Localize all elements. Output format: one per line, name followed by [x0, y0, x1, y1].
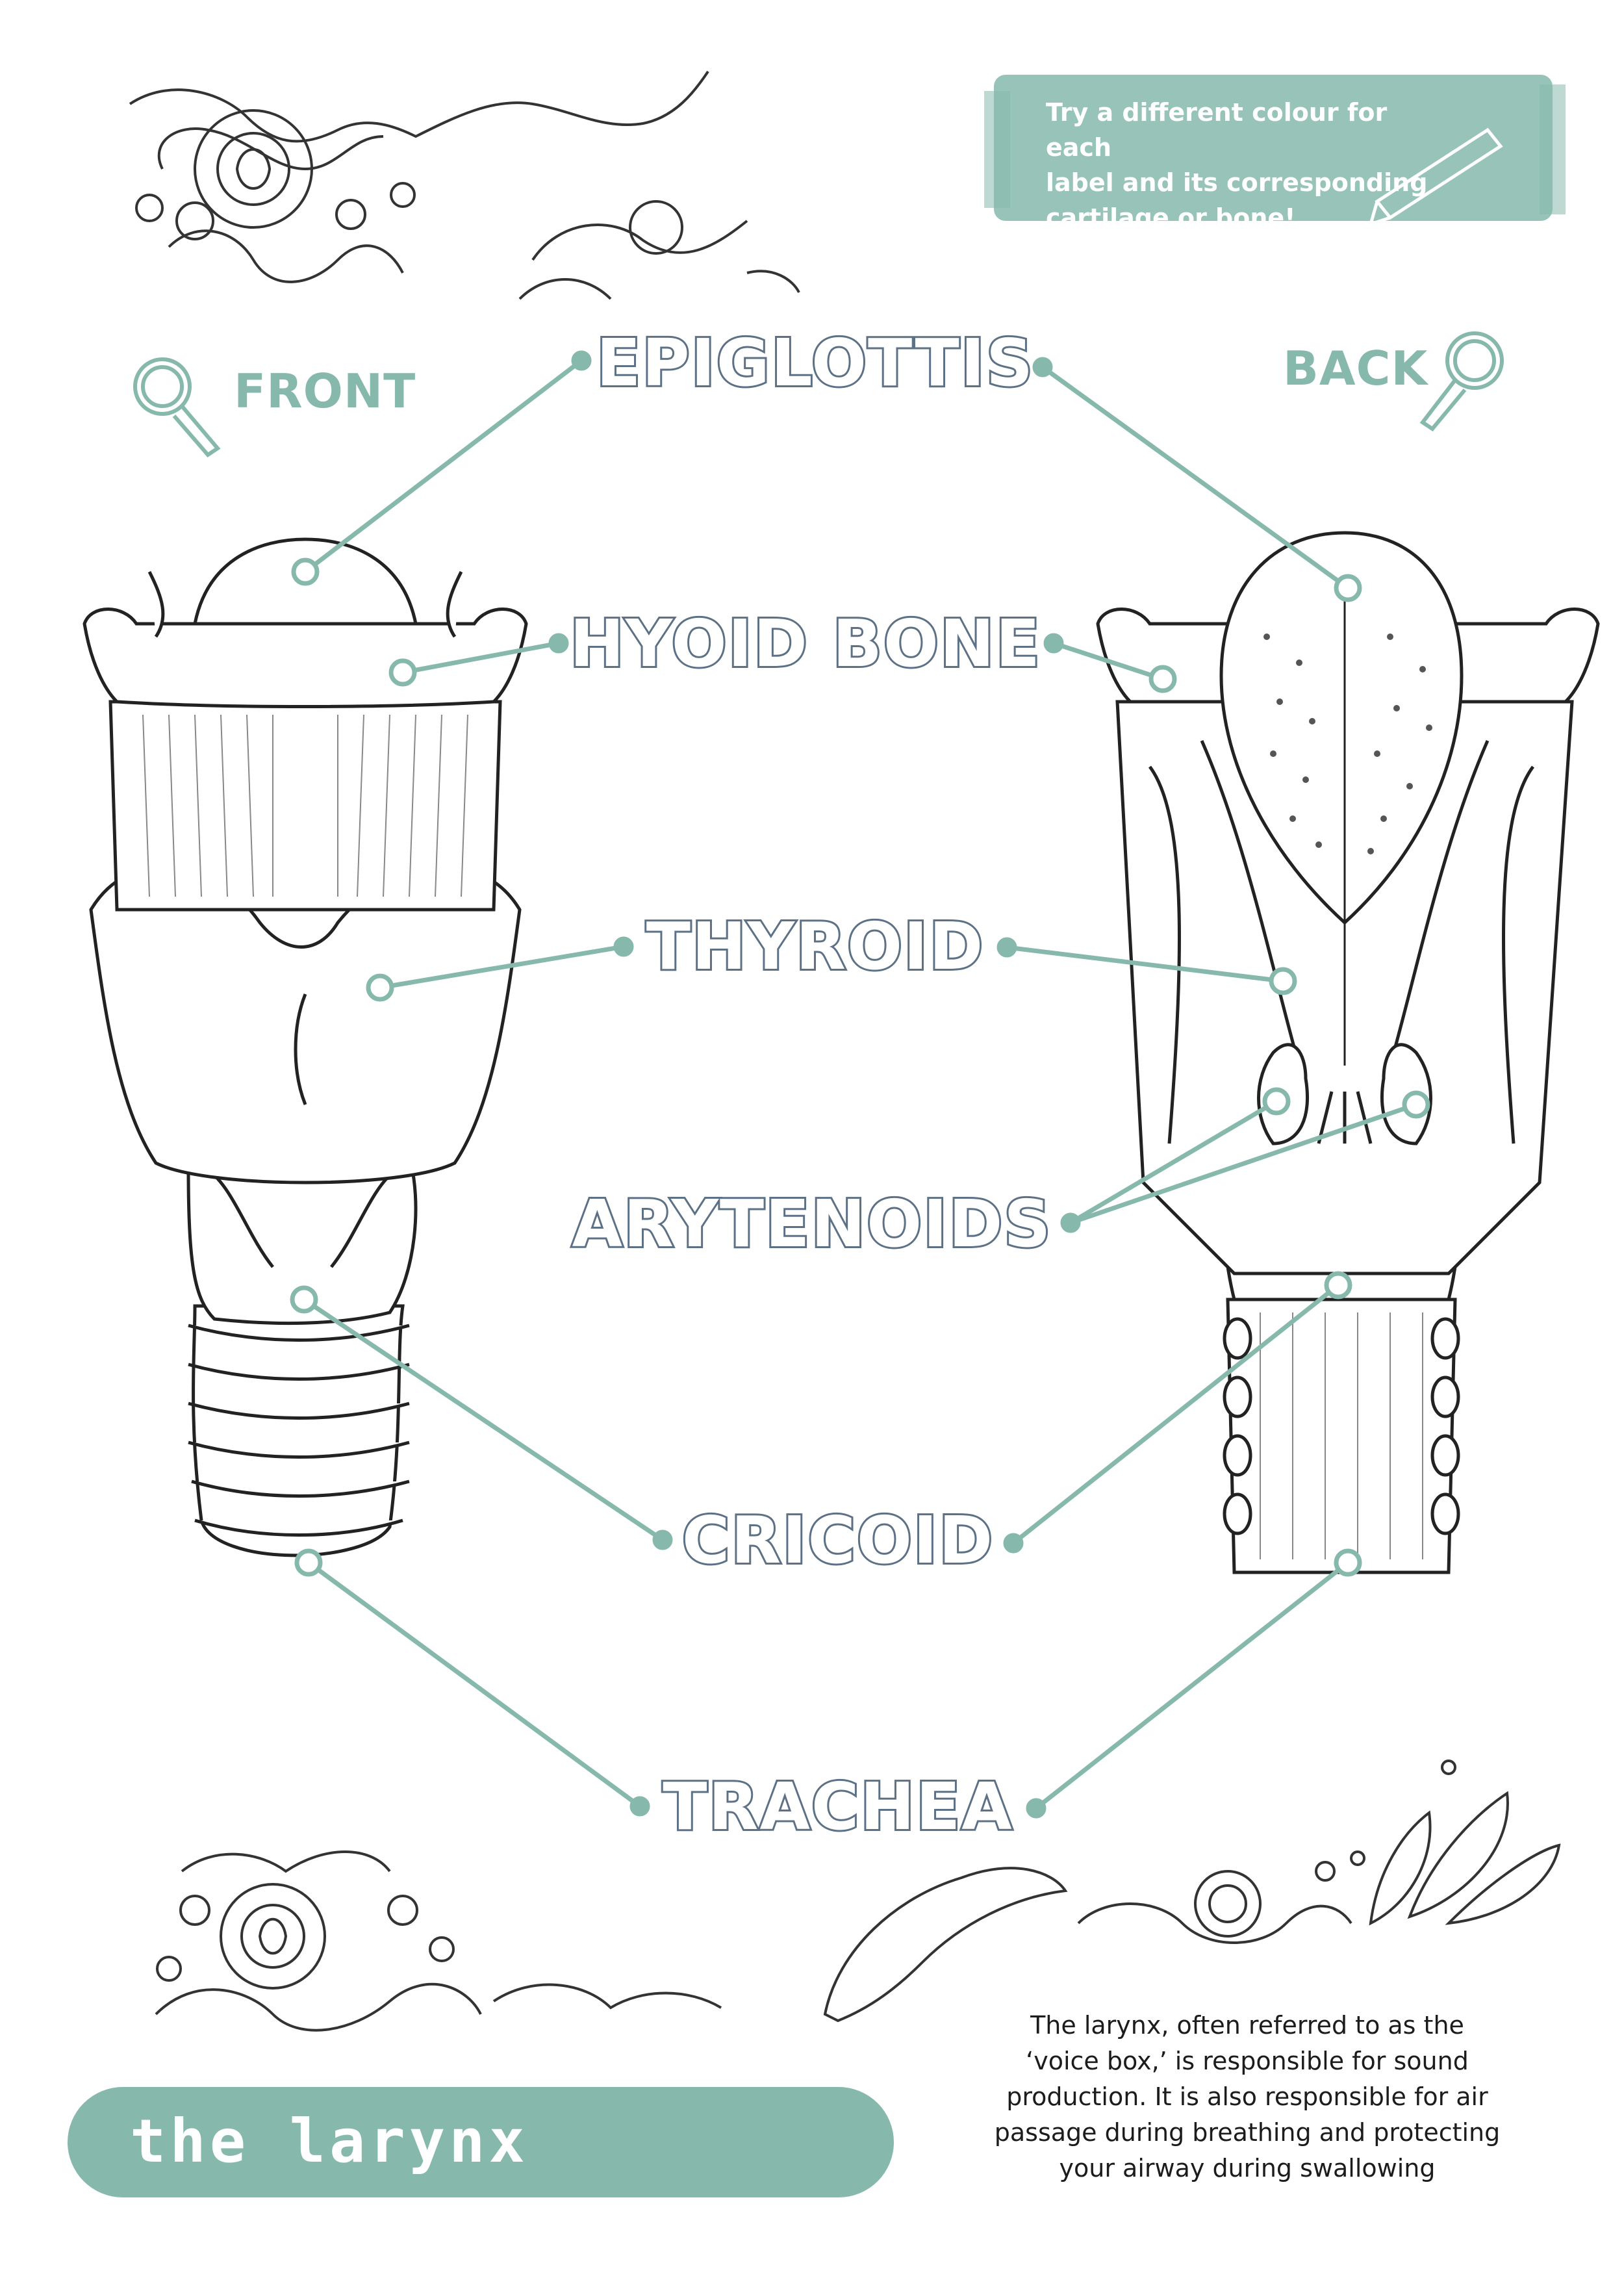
caption-line-2: ‘voice box,’ is responsible for sound — [1026, 2047, 1469, 2075]
leader-dots — [290, 350, 1430, 1819]
cricoid-label: CRICOID — [680, 1500, 995, 1580]
front-view-label: FRONT — [234, 364, 416, 418]
tip-box: Try a different colour for each label an… — [987, 70, 1559, 232]
caption-line-1: The larynx, often referred to as the — [1030, 2011, 1464, 2040]
arytenoids-label: ARYTENOIDS — [570, 1184, 1053, 1264]
tip-brush-background — [984, 75, 1566, 221]
ornament-top-left — [129, 70, 800, 300]
tip-text: Try a different colour for each label an… — [1046, 95, 1442, 235]
tip-line-3: cartilage or bone! — [1046, 203, 1296, 232]
pencil-icon — [1368, 127, 1503, 227]
magnifier-icon-back — [1419, 331, 1504, 431]
caption-line-3: production. It is also responsible for a… — [1006, 2082, 1488, 2111]
tip-line-1: Try a different colour for each — [1046, 98, 1388, 162]
epiglottis-label: EPIGLOTTIS — [594, 323, 1035, 403]
tip-line-2: label and its corresponding — [1046, 168, 1428, 197]
trachea-label: TRACHEA — [661, 1767, 1013, 1847]
thyroid-label: THYROID — [644, 906, 985, 986]
page-title: the larynx — [130, 2106, 529, 2176]
hyoid-bone-label: HYOID BONE — [568, 604, 1042, 684]
magnifier-icon-front — [133, 357, 221, 457]
front-larynx-drawing — [82, 537, 528, 1557]
title-banner: the larynx — [68, 2087, 894, 2197]
ornament-bottom-left — [155, 1850, 722, 2032]
caption-line-5: your airway during swallowing — [1059, 2154, 1436, 2182]
caption-line-4: passage during breathing and protecting — [994, 2118, 1501, 2147]
leader-lines — [303, 359, 1417, 1810]
back-view-label: BACK — [1283, 341, 1428, 396]
description-caption: The larynx, often referred to as the ‘vo… — [994, 2008, 1501, 2186]
ornament-bottom-right — [823, 1760, 1561, 2023]
